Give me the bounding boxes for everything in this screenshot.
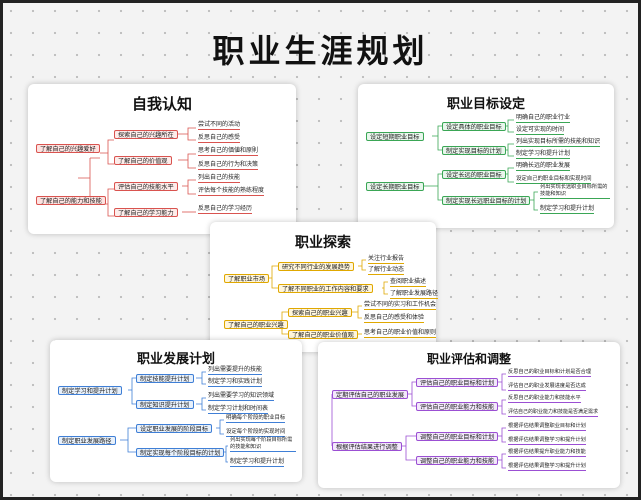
leaf: 查阅职业描述 [390,278,427,287]
leaf: 思考自己的职业价值和原则 [364,329,437,338]
node-eval-goals: 评估自己的职业目标和计划 [416,378,499,387]
card-evaluation-adjustment: 职业评估和调整 定期评估自己的职业发展 根据评估结果进行调整 评估自己的职业目标… [318,342,620,488]
leaf: 列出需要提升的技能 [208,366,263,375]
leaf: 列出实现目标所需的技能和知识 [516,138,601,147]
leaf: 评估自己的职业能力和技能是否满足需求 [508,409,599,417]
node-learning-plan: 制定学习和提升计划 [58,386,122,395]
card-title-development-plan: 职业发展计划 [136,352,215,367]
card-title-career-goals: 职业目标设定 [446,97,525,112]
connector-lines [331,373,506,469]
leaf: 根据评估结果调整学习和提升计划 [508,463,586,471]
card-self-awareness: 自我认知 了解自己的兴趣爱好 了解自己的能力和技能 探索自己的兴趣所在 了解自己… [28,84,296,234]
card-career-goals: 职业目标设定 设定短期职业目标 设定长期职业目标 设定具体的职业目标 制定实现目… [358,84,614,228]
leaf: 设定自己的职业目标和实现时间 [516,176,592,184]
leaf: 反思自己的行为和决策 [198,161,259,170]
node-career-values: 了解自己的职业价值观 [288,330,358,339]
leaf: 列出实现长远职业目标所需的技能和知识 [540,184,610,199]
leaf: 根据评估结果调整职业目标和计划 [508,423,586,431]
leaf: 列出自己的技能 [198,174,241,183]
leaf: 明确每个阶段的职业目标 [226,415,286,423]
leaf: 反思自己的学习经历 [198,205,253,214]
leaf: 明确自己的职业行业 [516,114,571,123]
leaf: 了解职业发展路径 [390,290,439,299]
leaf: 制定学习和实践计划 [208,378,263,387]
leaf: 制定学习和提升计划 [230,458,285,467]
leaf: 列出需要学习的知识领域 [208,392,275,401]
leaf: 制定学习计划和时间表 [208,405,269,414]
leaf: 评估自己的职业发展进度是否达成 [508,383,586,391]
node-regular-evaluation: 定期评估自己的职业发展 [332,390,409,399]
connector-lines [120,371,228,463]
node-job-market: 了解职业市场 [224,274,270,283]
leaf: 尝试不同的实习和工作机会 [364,301,437,310]
node-job-requirements: 了解不同职业的工作内容和要求 [278,284,373,293]
node-explore-interests: 探索自己的兴趣所在 [114,130,178,139]
card-title-career-exploration: 职业探索 [295,235,351,251]
leaf: 尝试不同的活动 [198,121,241,130]
card-career-exploration: 职业探索 了解职业市场 了解自己的职业兴趣 研究不同行业的发展趋势 了解不同职业… [210,222,439,352]
node-stage-plan: 制定实现每个阶段目标的计划 [136,448,225,457]
leaf: 设定可实现的时间 [516,126,565,135]
leaf: 反思自己的感受 [198,134,241,143]
node-values: 了解自己的价值观 [114,156,172,165]
node-industry-trends: 研究不同行业的发展趋势 [278,262,355,271]
node-specific-goal: 设定具体的职业目标 [442,122,506,131]
leaf: 关注行业报告 [368,255,405,264]
node-short-term-goal: 设定短期职业目标 [366,132,424,141]
node-abilities: 了解自己的能力和技能 [36,196,106,205]
leaf: 明确长远的职业发展 [516,162,571,171]
leaf: 评估每个技能的熟练程度 [198,187,265,196]
node-adjust-goals: 调整自己的职业目标和计划 [416,432,499,441]
node-long-goal-plan: 制定实现长远职业目标的计划 [442,196,531,205]
node-adjust-by-results: 根据评估结果进行调整 [332,442,402,451]
leaf: 列出实现每个阶段目标所需的技能和知识 [230,437,296,452]
node-goal-plan: 制定实现目标的计划 [442,146,506,155]
leaf: 设定每个阶段的实现时间 [226,429,286,437]
node-explore-career-interests: 探索自己的职业兴趣 [288,308,352,317]
node-stage-goals: 设定职业发展的阶段目标 [136,424,213,433]
node-career-path: 制定职业发展路径 [58,436,116,445]
leaf: 了解行业动态 [368,266,405,275]
node-learning-ability: 了解自己的学习能力 [114,208,178,217]
card-title-evaluation-adjustment: 职业评估和调整 [426,352,511,366]
card-title-self-awareness: 自我认知 [131,95,192,113]
node-interests: 了解自己的兴趣爱好 [36,144,100,153]
leaf: 反思自己的感受和体验 [364,314,425,323]
card-development-plan: 职业发展计划 制定学习和提升计划 制定职业发展路径 制定技能提升计划 制定知识提… [50,340,302,482]
node-skill-level: 评估自己的技能水平 [114,182,178,191]
leaf: 根据评估结果调整学习和提升计划 [508,437,586,445]
leaf: 制定学习和提升计划 [516,150,571,159]
node-adjust-abilities: 调整自己的职业能力和技能 [416,456,499,465]
leaf: 反思自己的职业目标和计划是否合理 [508,369,592,377]
node-career-interests: 了解自己的职业兴趣 [224,320,288,329]
node-long-term-goal: 设定长期职业目标 [366,182,424,191]
node-long-goal: 设定长远的职业目标 [442,170,506,179]
leaf: 制定学习和提升计划 [540,205,595,214]
node-eval-abilities: 评估自己的职业能力和技能 [416,402,499,411]
leaf: 思考自己的価値和原則 [198,147,259,156]
node-knowledge-plan: 制定知识提升计划 [136,400,194,409]
node-skill-plan: 制定技能提升计划 [136,374,194,383]
leaf: 反思自己的职业能力和技能水平 [508,395,581,403]
page-title: 职业生涯规划 [212,32,429,70]
leaf: 根据评估结果提升职业能力和技能 [508,449,586,457]
